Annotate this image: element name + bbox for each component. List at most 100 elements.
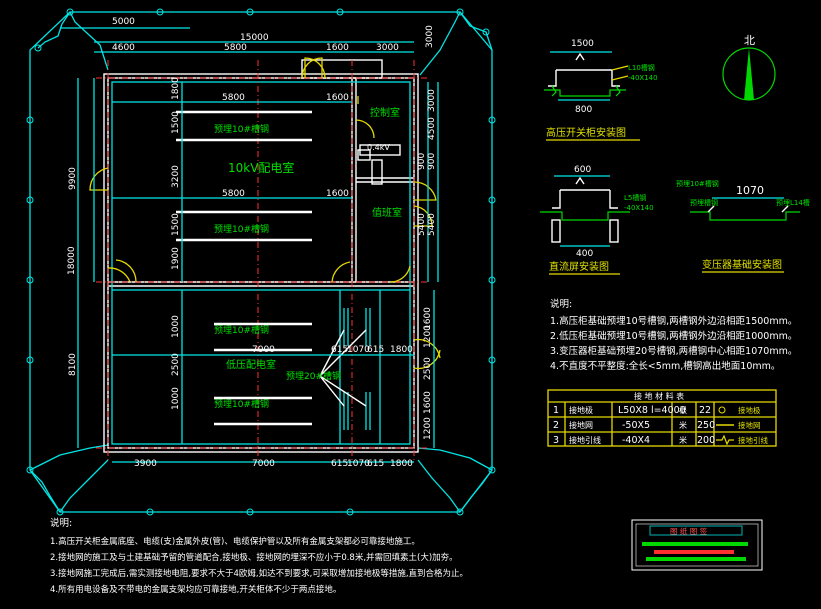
dim-mid-right-0: 900 xyxy=(417,153,427,170)
notes-bottom-item-2: 2.接地网的施工及与土建基础予留的管道配合,接地极、接地网的埋深不应小于0.8米… xyxy=(50,552,458,563)
grounding-electrode xyxy=(246,8,254,16)
tf-title: 变压器基础安装图 xyxy=(702,258,782,271)
dim-inner-left-0: 1800 xyxy=(171,77,181,100)
dim-right-low-1: 1200 xyxy=(423,325,433,348)
dim-left-1: 18000 xyxy=(67,246,77,275)
dim-inner-top-0: 5800 xyxy=(222,93,245,103)
grounding-electrode xyxy=(336,8,344,16)
table-row: 3 接地引线 -40X4 米 200 接地引线 xyxy=(553,434,768,446)
channel-label-4: 预埋10#槽钢 xyxy=(214,398,269,410)
table-title: 接 地 材 料 表 xyxy=(634,391,684,401)
hv-cabinet-detail: 1500 800 L10槽钢 -40X140 高压开关柜安装图 xyxy=(544,39,658,141)
room-duty: 值班室 xyxy=(372,206,402,219)
notes-top-item-3: 3.变压器柜基础预埋20号槽钢,两槽钢中心相距1070mm。 xyxy=(550,345,797,357)
dim-lower-left-1: 2500 xyxy=(171,353,181,376)
tf-note-edge: 预埋10#槽钢 xyxy=(676,179,719,188)
dim-right-low-3: 1600 xyxy=(423,391,433,414)
dim-mid-6: 1800 xyxy=(390,345,413,355)
notes-top-item-2: 2.低压柜基础预埋10号槽钢,两槽钢外边沿相距1000mm。 xyxy=(550,330,797,342)
table-row: 1 接地极 L50X8 l=4000 根 22 接地极 xyxy=(553,405,761,416)
dim-top-0: 5000 xyxy=(112,17,135,27)
grounding-ring xyxy=(29,11,493,513)
dim-lower-left-0: 1000 xyxy=(171,315,181,338)
dim-top-4: 1600 xyxy=(326,43,349,53)
row-no: 2 xyxy=(553,420,559,431)
row-sym-label: 接地引线 xyxy=(738,435,768,445)
row-qty: 250 xyxy=(697,420,715,431)
grounding-electrode xyxy=(26,356,34,364)
channel-labels: 预埋10#槽钢 预埋10#槽钢 预埋10#槽钢 预埋10#槽钢 预埋20#槽钢 xyxy=(214,123,341,410)
hv-channels xyxy=(176,110,401,430)
row-unit: 根 xyxy=(679,405,687,415)
dim-right-low-4: 1200 xyxy=(423,417,433,440)
dc-panel-detail: 600 400 L5槽钢 -40X140 直流屏安装图 xyxy=(540,165,654,275)
room-labels: 10kV配电室 控制室 值班室 低压配电室 0.4kV xyxy=(226,106,402,371)
dim-inner-left-3: 1500 xyxy=(171,213,181,236)
row-no: 1 xyxy=(553,405,559,416)
transformer-detail: 1070 预埋槽钢 预埋L14槽 预埋10#槽钢 变压器基础安装图 xyxy=(676,179,810,273)
north-arrow: 北 xyxy=(722,34,776,101)
dim-bottom-4: 615 xyxy=(367,459,384,469)
room-control: 控制室 xyxy=(370,106,400,119)
notes-bottom-item-3: 3.接地网施工完成后,需实测接地电阻,要求不大于4欧姆,如达不到要求,可采取增加… xyxy=(50,568,468,579)
notes-top-item-4: 4.不直度不平整度:全长<5mm,槽钢高出地面10mm。 xyxy=(550,360,780,372)
grounding-electrode xyxy=(26,276,34,284)
channel20-label: 预埋20#槽钢 xyxy=(286,370,341,382)
grounding-electrode xyxy=(488,196,496,204)
channel-label-2: 预埋10#槽钢 xyxy=(214,223,269,235)
grounding-electrode xyxy=(26,116,34,124)
hv-note: L10槽钢 xyxy=(628,63,655,72)
dim-inner-left-4: 1900 xyxy=(171,247,181,270)
dim-mid-0: 5800 xyxy=(222,189,245,199)
notes-bottom-item-4: 4.所有用电设备及不带电的金属支架均应可靠接地,开关柜体不少于两点接地。 xyxy=(50,584,341,595)
dim-top-5: 3000 xyxy=(376,43,399,53)
dim-mid-right-2: 5400 xyxy=(417,213,427,236)
material-table: 接 地 材 料 表 1 接地极 L50X8 l=4000 根 22 接地极 2 … xyxy=(547,389,777,447)
grounding-electrode xyxy=(34,44,42,52)
grounding-electrode xyxy=(482,28,490,36)
dim-mid-3: 615 xyxy=(331,345,348,355)
axis-lines xyxy=(96,60,430,460)
hv-title: 高压开关柜安装图 xyxy=(546,126,626,139)
row-name: 接地极 xyxy=(569,405,593,415)
tf-dim-0: 1070 xyxy=(736,184,764,197)
dim-right-low-0: 1600 xyxy=(423,307,433,330)
grounding-electrode xyxy=(346,508,354,516)
dim-bottom-5: 1800 xyxy=(390,459,413,469)
north-label: 北 xyxy=(744,34,755,47)
dim-left-2: 8100 xyxy=(68,353,78,376)
grounding-electrode xyxy=(456,508,464,516)
dim-top-2: 15000 xyxy=(240,33,269,43)
grounding-electrode xyxy=(488,466,496,474)
room-lv-small: 0.4kV xyxy=(367,143,390,152)
dim-top-1: 4600 xyxy=(112,43,135,53)
grounding-electrode xyxy=(488,116,496,124)
grounding-electrode xyxy=(246,508,254,516)
dim-left-0: 9900 xyxy=(68,167,78,190)
dim-inner-top-3: 4500 xyxy=(427,117,437,140)
dim-mid-4: 1070 xyxy=(347,345,370,355)
row-name: 接地引线 xyxy=(569,435,601,445)
grounding-electrodes xyxy=(26,8,496,516)
dim-inner-top-2: 3000 xyxy=(427,89,437,112)
row-unit: 米 xyxy=(679,435,687,445)
grounding-electrode xyxy=(488,276,496,284)
dim-mid-1: 1600 xyxy=(326,189,349,199)
row-spec: -50X5 xyxy=(622,420,650,431)
row-sym-label: 接地网 xyxy=(738,420,761,430)
dim-inner-left-2: 3200 xyxy=(171,165,181,188)
dim-lower-left-2: 1000 xyxy=(171,387,181,410)
dimension-text: 5000 4600 15000 5800 1600 3000 3000 5800… xyxy=(67,17,437,469)
dc-note: L5槽钢 xyxy=(624,193,646,202)
table-row: 2 接地网 -50X5 米 250 接地网 xyxy=(553,420,761,431)
electrode-symbol-icon xyxy=(718,406,726,414)
dim-bottom-0: 3900 xyxy=(134,459,157,469)
doors xyxy=(89,57,441,370)
row-name: 接地网 xyxy=(569,420,593,430)
dimension-lines xyxy=(60,27,439,463)
dc-title: 直流屏安装图 xyxy=(549,260,609,273)
grounding-electrode xyxy=(26,466,34,474)
grounding-lead-icon xyxy=(716,434,734,446)
